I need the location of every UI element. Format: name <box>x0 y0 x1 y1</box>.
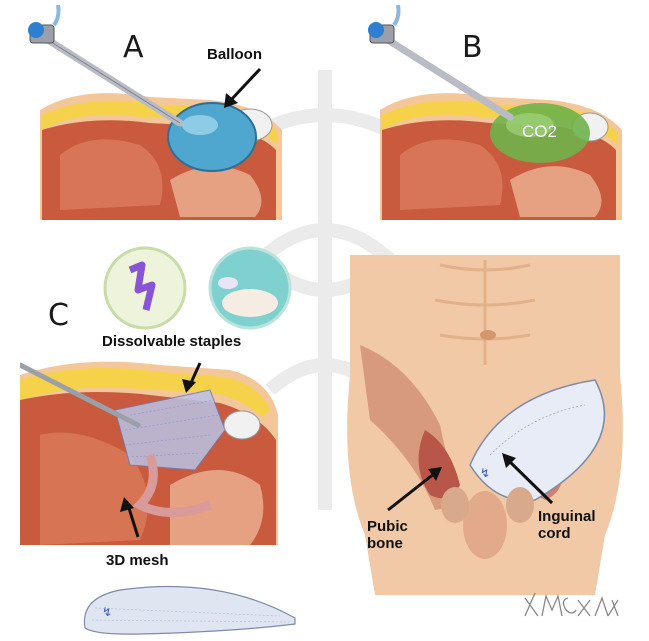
artist-signature <box>520 588 620 622</box>
panel-a-letter: A <box>123 30 144 65</box>
panel-a-illustration <box>20 5 300 220</box>
inguinal-cord-label: Inguinal cord <box>538 508 596 542</box>
valve-icon <box>368 22 384 38</box>
panel-b-illustration <box>360 5 640 220</box>
balloon-label: Balloon <box>207 46 262 63</box>
panel-c-illustration <box>20 345 280 575</box>
mesh-mark-icon: ↯ <box>102 605 112 619</box>
co2-label: CO2 <box>522 122 557 142</box>
valve-icon <box>28 22 44 38</box>
staple-insets <box>100 245 310 335</box>
balloon-shape <box>168 103 256 171</box>
staples-label: Dissolvable staples <box>102 333 241 350</box>
mesh-product-illustration: ↯ <box>80 578 300 638</box>
mesh-mark-icon: ↯ <box>480 466 490 480</box>
panel-b-letter: B <box>462 30 483 65</box>
mesh-label: 3D mesh <box>106 552 169 569</box>
pubic-bone-label: Pubic bone <box>367 518 408 552</box>
panel-c-letter: C <box>48 298 69 333</box>
